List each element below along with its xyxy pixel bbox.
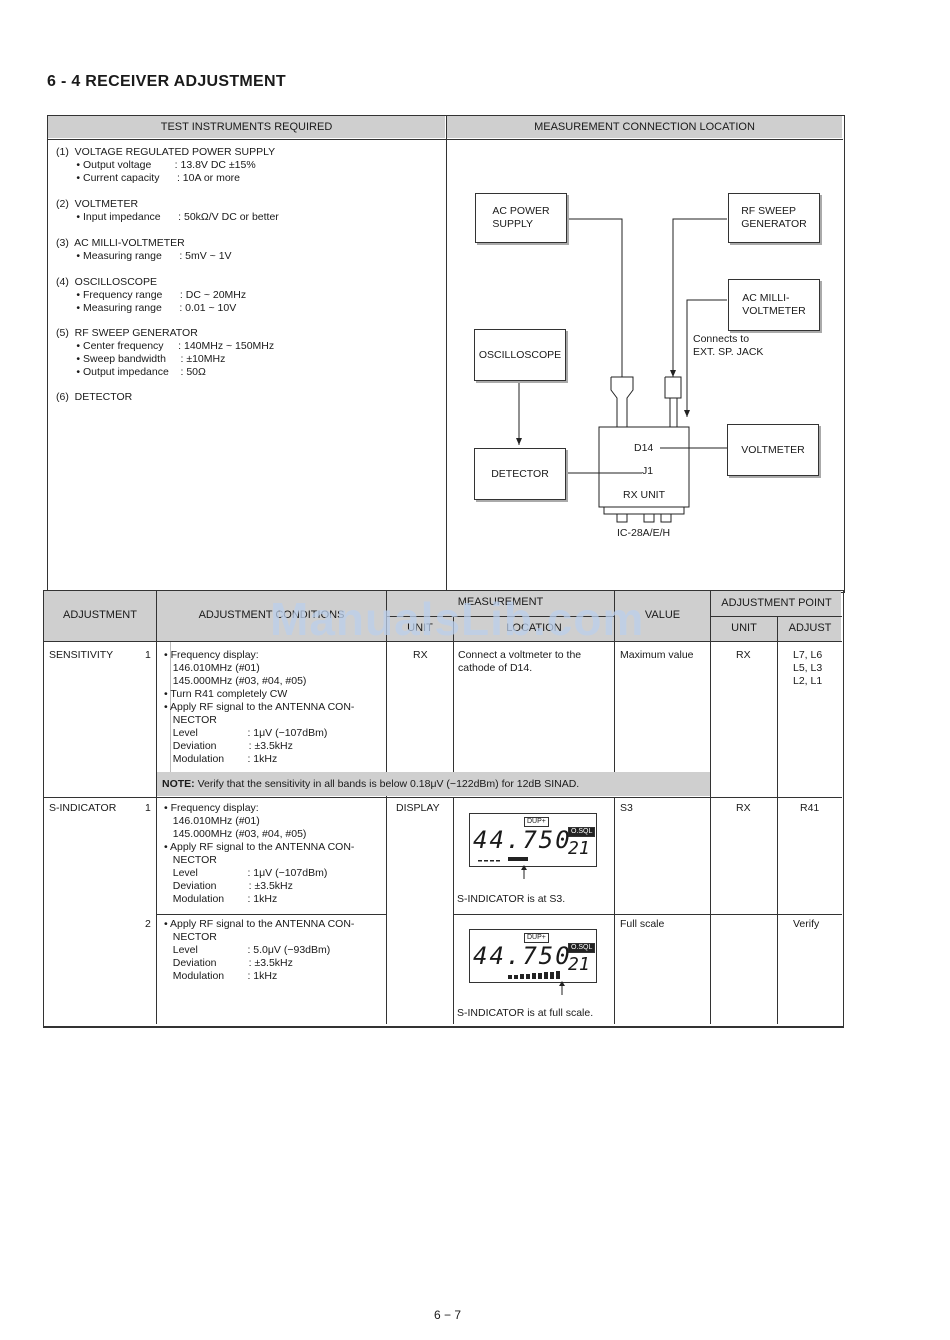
row-sindicator-location-2: S-INDICATOR is at full scale.: [457, 1007, 594, 1019]
page-number: 6 − 7: [434, 1308, 462, 1322]
row-sindicator-adjust-2: Verify: [793, 918, 820, 930]
row-sensitivity-ap-unit: RX: [736, 649, 751, 661]
row-sindicator-step-1: 1: [145, 802, 151, 814]
instrument-item: (2) VOLTMETER • Input impedance : 50kΩ/V…: [56, 198, 279, 223]
dup-indicator-tag: DUP+: [524, 817, 549, 827]
pointer-arrow-s3: [521, 865, 527, 879]
ac-milli-voltmeter-box: AC MILLI- VOLTMETER: [728, 279, 820, 331]
s-meter-bar-s3: [478, 857, 528, 862]
d14-label: D14: [634, 442, 654, 454]
rf-sweep-generator-box: RF SWEEP GENERATOR: [728, 193, 820, 243]
osql-indicator-tag: O.SQL: [568, 943, 596, 953]
row-sensitivity-conditions: • Frequency display: 146.010MHz (#01) 14…: [164, 649, 355, 765]
row-sensitivity-location: Connect a voltmeter to the cathode of D1…: [458, 649, 582, 674]
row-sindicator-conditions-2: • Apply RF signal to the ANTENNA CON- NE…: [164, 918, 355, 982]
row-sindicator-value-2: Full scale: [620, 918, 665, 930]
lcd-channel-digits: 21: [568, 954, 590, 975]
row-sensitivity-step: 1: [145, 649, 151, 661]
row-sensitivity-meas-unit: RX: [413, 649, 428, 661]
rf-sweep-generator-label: RF SWEEP GENERATOR: [741, 205, 807, 230]
lcd-channel-digits: 21: [568, 838, 590, 859]
instrument-item: (1) VOLTAGE REGULATED POWER SUPPLY • Out…: [56, 146, 276, 184]
row-sensitivity-adjust: L7, L6 L5, L3 L2, L1: [793, 649, 823, 687]
voltmeter-box: VOLTMETER: [727, 424, 819, 476]
th-adjustment-point: ADJUSTMENT POINT: [721, 597, 832, 609]
connection-header: MEASUREMENT CONNECTION LOCATION: [447, 116, 842, 138]
ac-power-supply-box: AC POWER SUPPLY: [475, 193, 567, 243]
th-meas-unit: UNIT: [407, 622, 433, 634]
ac-milli-voltmeter-label: AC MILLI- VOLTMETER: [742, 292, 806, 317]
oscilloscope-label: OSCILLOSCOPE: [478, 348, 562, 361]
note-text: Verify that the sensitivity in all bands…: [194, 778, 580, 790]
j1-label: J1: [642, 465, 654, 477]
instrument-item: (6) DETECTOR: [56, 391, 133, 403]
th-measurement: MEASUREMENT: [457, 596, 544, 608]
row-sindicator-meas-unit: DISPLAY: [396, 802, 440, 814]
instruments-header: TEST INSTRUMENTS REQUIRED: [48, 116, 445, 138]
ac-power-supply-label: AC POWER SUPPLY: [492, 205, 550, 230]
th-conditions: ADJUSTMENT CONDITIONS: [198, 609, 345, 621]
row-sensitivity-value: Maximum value: [620, 649, 694, 661]
sensitivity-note: NOTE: Verify that the sensitivity in all…: [157, 772, 710, 796]
row-sindicator-location-1: S-INDICATOR is at S3.: [457, 893, 566, 905]
lcd-frequency-digits: 44.750: [473, 942, 572, 970]
pointer-arrow-full: [559, 981, 565, 995]
osql-indicator-tag: O.SQL: [568, 827, 596, 837]
th-ap-adjust: ADJUST: [788, 622, 832, 634]
th-value: VALUE: [644, 609, 681, 621]
note-label: NOTE:: [162, 778, 195, 790]
row-sindicator-value-1: S3: [620, 802, 633, 814]
instrument-item: (3) AC MILLI-VOLTMETER • Measuring range…: [56, 237, 232, 262]
row-sindicator-ap-unit: RX: [736, 802, 751, 814]
dup-indicator-tag: DUP+: [524, 933, 549, 943]
oscilloscope-box: OSCILLOSCOPE: [474, 329, 566, 381]
lcd-display-s3: DUP+ O.SQL 44.750 21: [469, 813, 597, 867]
watermark: ManualsLib.com: [270, 593, 645, 645]
row-sindicator-step-2: 2: [145, 918, 151, 930]
th-adjustment: ADJUSTMENT: [63, 609, 137, 621]
lcd-display-full-scale: DUP+ O.SQL 44.750 21: [469, 929, 597, 983]
section-title: 6 - 4 RECEIVER ADJUSTMENT: [47, 73, 286, 90]
row-sindicator-name: S-INDICATOR: [49, 802, 117, 814]
row-sensitivity-name: SENSITIVITY: [49, 649, 114, 661]
row-sindicator-conditions-1: • Frequency display: 146.010MHz (#01) 14…: [164, 802, 355, 905]
lcd-frequency-digits: 44.750: [473, 826, 572, 854]
detector-label: DETECTOR: [491, 467, 549, 480]
model-label: IC-28A/E/H: [617, 527, 671, 539]
adjustment-table: [43, 590, 844, 1028]
connects-note: Connects to EXT. SP. JACK: [693, 333, 764, 358]
detector-box: DETECTOR: [474, 448, 566, 500]
voltmeter-label: VOLTMETER: [741, 443, 805, 456]
row-sindicator-adjust-1: R41: [800, 802, 820, 814]
s-meter-bar-full: [508, 971, 560, 979]
instrument-item: (4) OSCILLOSCOPE • Frequency range : DC …: [56, 276, 247, 314]
rx-unit-label: RX UNIT: [623, 489, 665, 501]
th-ap-unit: UNIT: [731, 622, 757, 634]
connection-diagram-wires: [516, 218, 727, 523]
instrument-item: (5) RF SWEEP GENERATOR • Center frequenc…: [56, 327, 275, 378]
th-location: LOCATION: [506, 622, 562, 634]
